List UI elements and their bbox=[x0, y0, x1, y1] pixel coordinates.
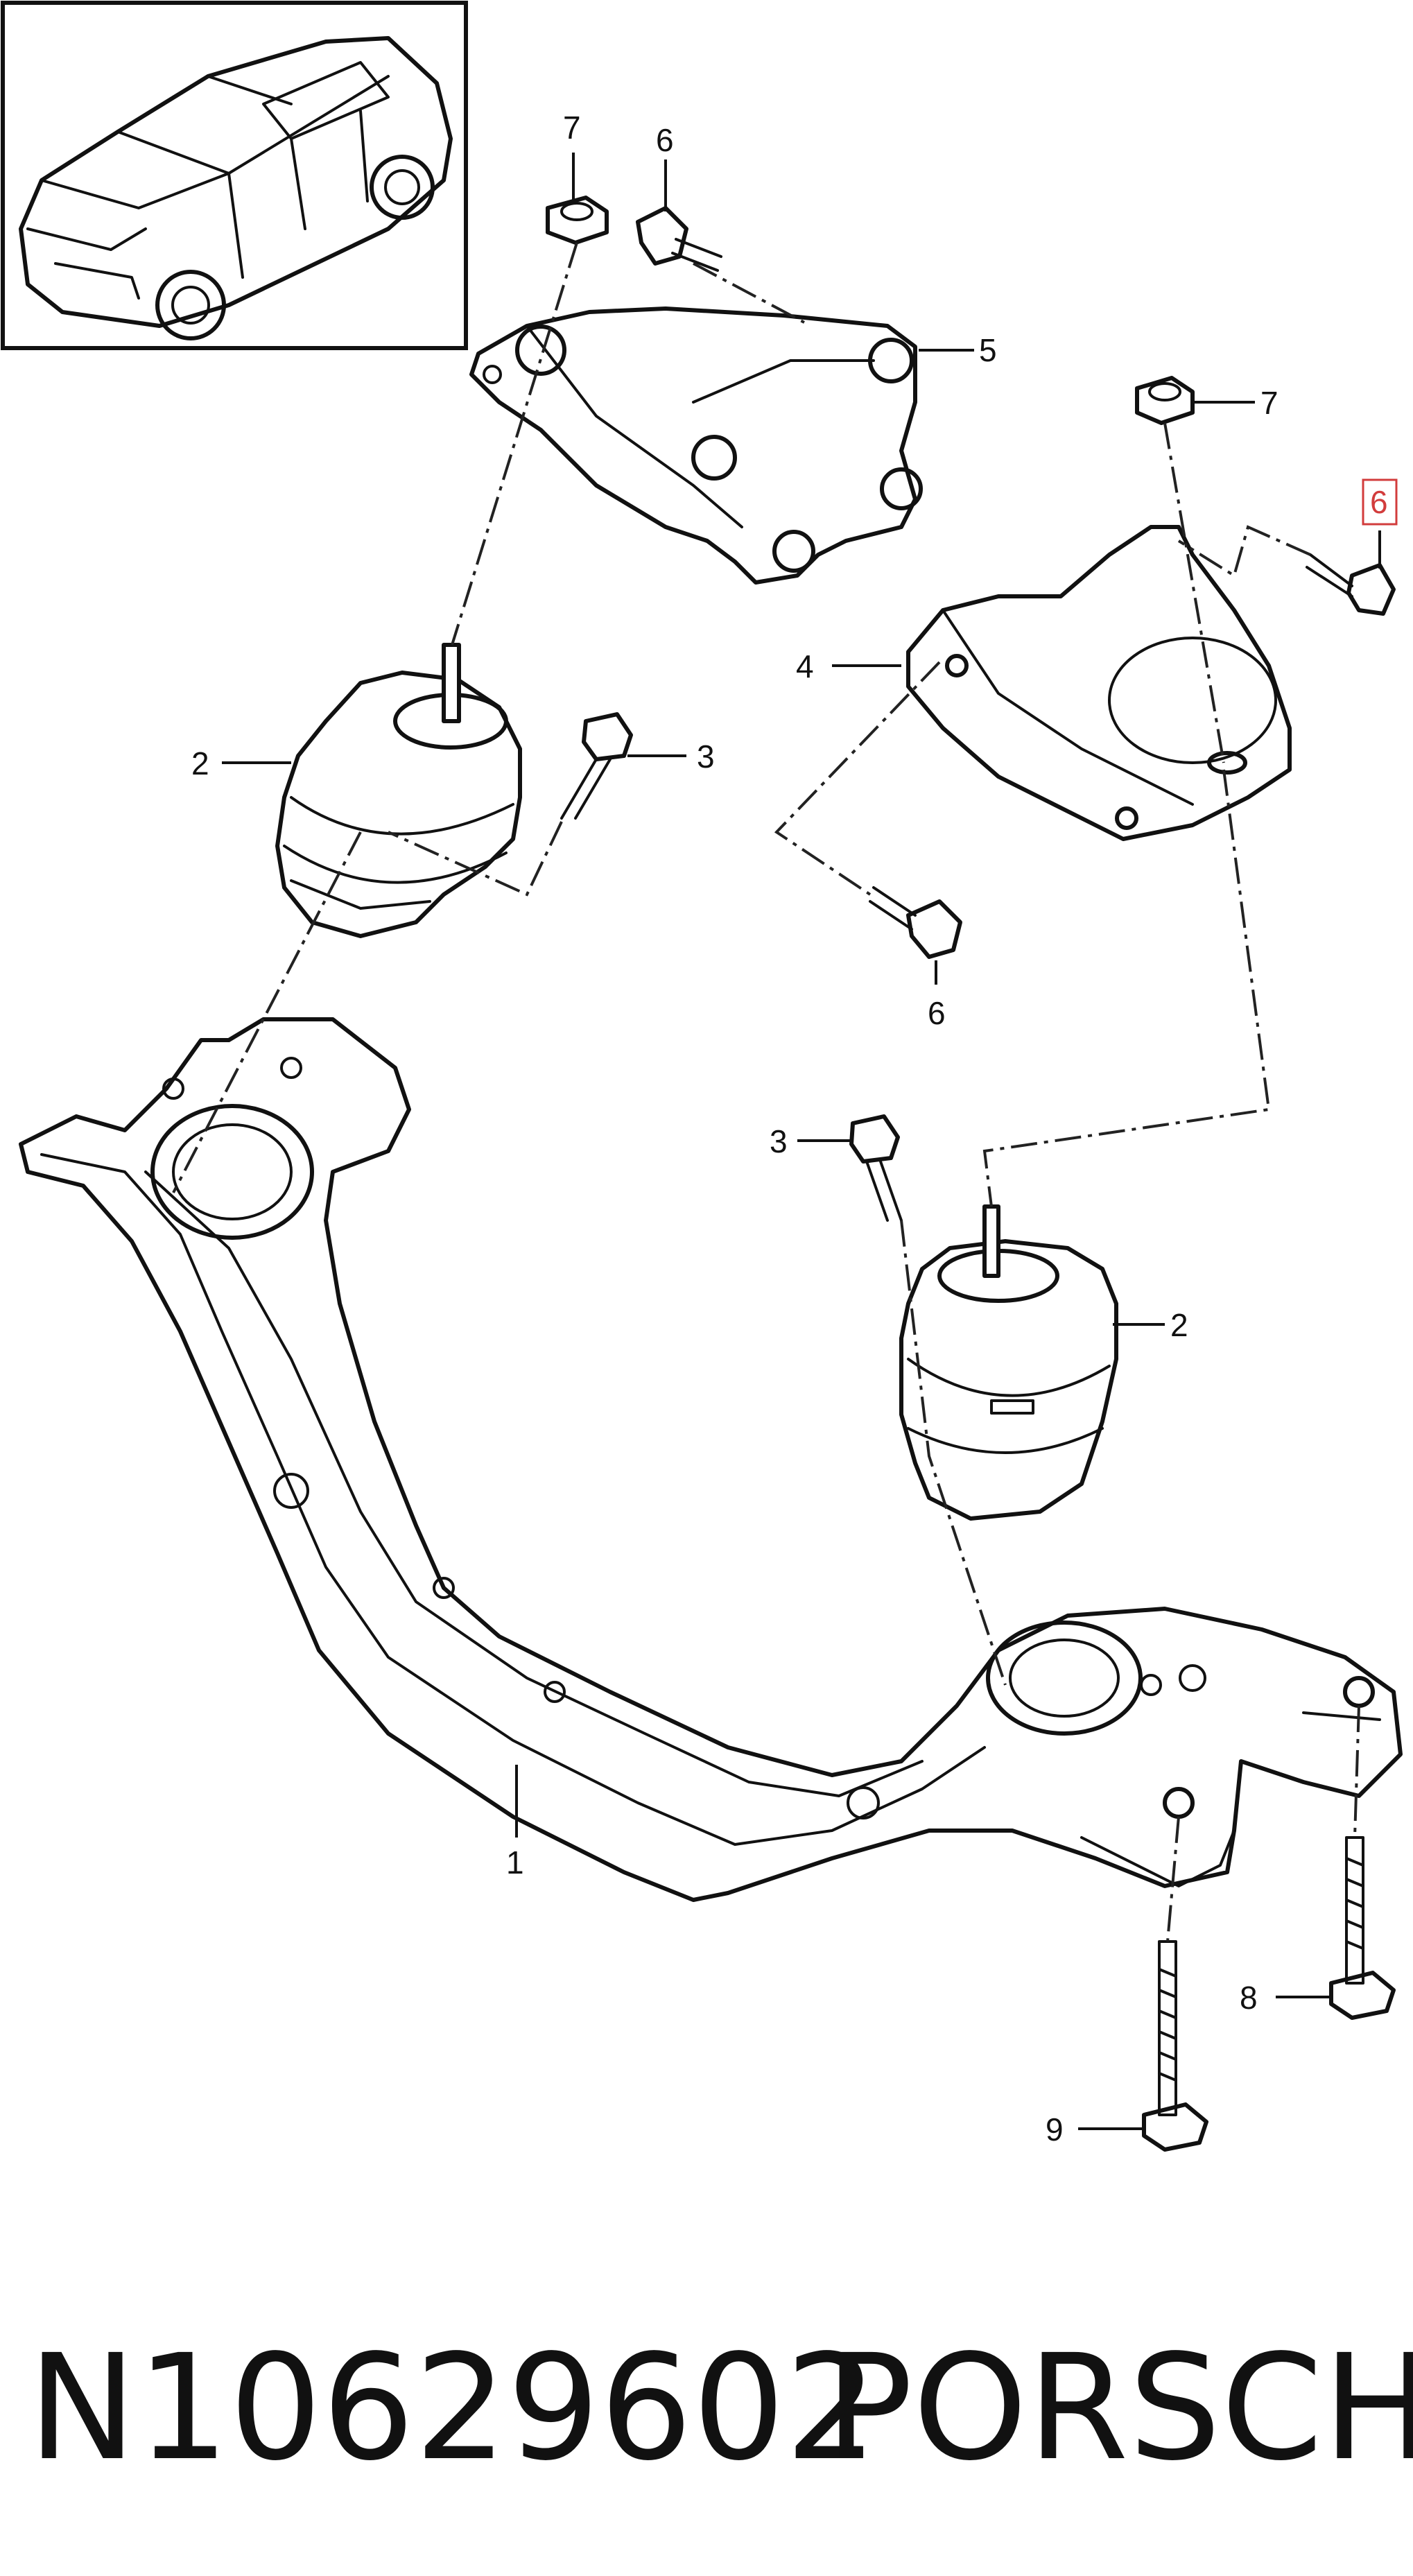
callout-2-right: 2 bbox=[1170, 1307, 1188, 1343]
callout-8: 8 bbox=[1240, 1980, 1258, 2016]
nut-part-7-right bbox=[1135, 376, 1195, 425]
engine-bracket-part-4 bbox=[906, 525, 1292, 841]
callout-1: 1 bbox=[506, 1844, 524, 1881]
bolt-part-6-middle bbox=[869, 886, 962, 959]
callout-7-top: 7 bbox=[563, 110, 581, 146]
brand-name: PORSCHE bbox=[825, 2323, 1413, 2493]
bolt-part-9 bbox=[1142, 1940, 1208, 2152]
callout-6-top: 6 bbox=[656, 122, 674, 158]
assembly-centerlines bbox=[172, 242, 1360, 1942]
callout-5: 5 bbox=[979, 332, 997, 368]
engine-mount-part-2-left bbox=[275, 643, 522, 938]
bolt-part-3-upper bbox=[560, 712, 633, 820]
callout-6-middle: 6 bbox=[928, 995, 946, 1031]
callout-6-highlight-box bbox=[1362, 478, 1398, 526]
callout-3-upper: 3 bbox=[697, 738, 715, 775]
engine-mount-part-2-right bbox=[899, 1204, 1118, 1521]
nut-part-7-top bbox=[546, 196, 609, 245]
bolt-part-3-lower bbox=[849, 1114, 903, 1222]
callout-4: 4 bbox=[796, 648, 814, 684]
callout-leader-lines bbox=[222, 153, 1381, 2130]
callout-7-right: 7 bbox=[1260, 385, 1278, 421]
part-number: N10629602 bbox=[28, 2323, 878, 2493]
vehicle-inset-thumbnail bbox=[1, 1, 468, 350]
cross-member-part-1 bbox=[19, 1017, 1403, 1902]
callout-3-lower: 3 bbox=[770, 1123, 788, 1159]
upper-engine-bracket-part-5 bbox=[469, 306, 923, 585]
callout-6-right: 6 bbox=[1370, 484, 1388, 520]
bolt-part-8 bbox=[1329, 1836, 1396, 2020]
bolt-part-6-top bbox=[636, 206, 722, 272]
callout-9: 9 bbox=[1046, 2111, 1064, 2147]
callout-labels: 7 6 5 7 6 4 2 3 6 3 2 1 8 9 bbox=[191, 110, 1398, 2147]
callout-2-left: 2 bbox=[191, 745, 209, 781]
